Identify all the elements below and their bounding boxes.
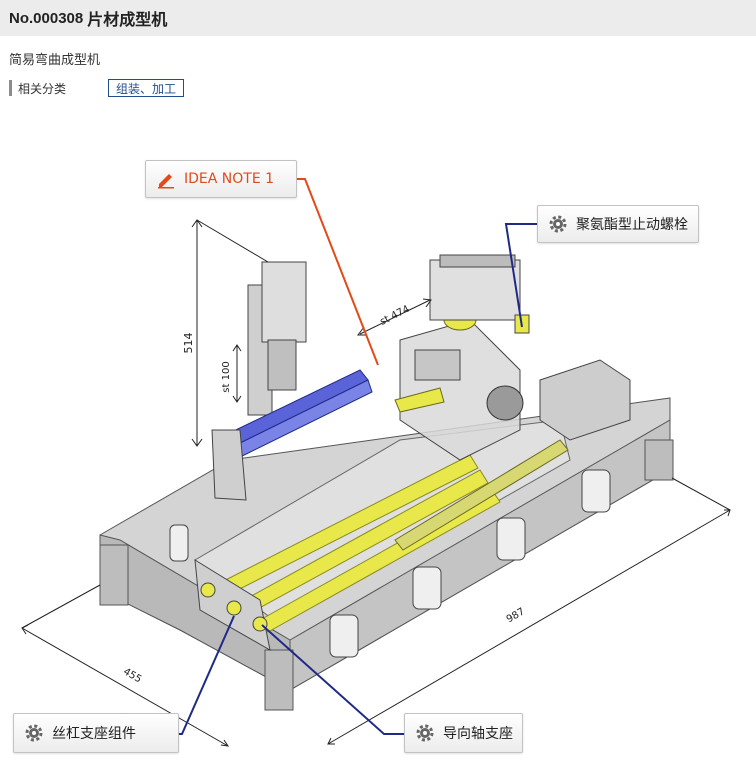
dim-stroke-vertical: st 100 (221, 361, 232, 392)
frame-cutout (412, 566, 442, 610)
frame-cutout (169, 524, 189, 562)
page-title: 片材成型机 (87, 10, 168, 29)
motor-end (486, 385, 524, 421)
dim-length: 987 (505, 606, 527, 625)
dim-width: 455 (121, 666, 143, 685)
base-foot-right (644, 439, 674, 481)
screw-support-label: 丝杠支座组件 (52, 726, 136, 742)
item-number: No.000308 (9, 9, 84, 27)
category-row: 相关分类 (9, 79, 66, 97)
idea-note-button[interactable]: IDEA NOTE 1 (145, 160, 297, 198)
cable-chain (394, 439, 569, 551)
guide-shaft-label: 导向轴支座 (443, 726, 513, 742)
bearing (200, 582, 216, 598)
cover-plate (194, 419, 571, 626)
stopper-rail (439, 254, 516, 268)
gear-icon (415, 723, 435, 743)
yellow-pusher (394, 387, 445, 413)
urethane-bolt-label: 聚氨酯型止动螺栓 (576, 217, 688, 233)
frame-cutout (581, 469, 611, 513)
bolt-leader-line (504, 223, 537, 328)
cylinder-rod (267, 339, 297, 391)
bearing (226, 600, 242, 616)
subtitle: 简易弯曲成型机 (9, 53, 101, 68)
pencil-icon (156, 169, 176, 189)
frame-cutout (329, 614, 359, 658)
dim-stroke-horizontal: st 474 (378, 304, 411, 328)
gear-icon (24, 723, 44, 743)
guide-shaft-button[interactable]: 导向轴支座 (404, 713, 523, 753)
category-marker (9, 80, 12, 96)
stopper-assembly (429, 259, 521, 321)
urethane-bolt-button[interactable]: 聚氨酯型止动螺栓 (537, 205, 699, 243)
screw-support-button[interactable]: 丝杠支座组件 (13, 713, 179, 753)
air-cylinder (261, 261, 307, 343)
roller-holder (414, 349, 461, 381)
idea-note-label: IDEA NOTE 1 (184, 171, 275, 187)
servo-motor (539, 359, 631, 441)
dimension-lines (21, 219, 731, 747)
clamp-block (211, 429, 247, 501)
idea-leader-line (297, 178, 379, 366)
screw-leader-line (179, 615, 235, 735)
category-tag-link[interactable]: 组装、加工 (108, 79, 185, 97)
dim-height: 514 (182, 333, 195, 354)
category-label: 相关分类 (18, 81, 67, 96)
base-foot-left (99, 544, 129, 606)
base-foot-front (264, 649, 294, 711)
guide-leader-line (261, 624, 404, 735)
frame-cutout (496, 517, 526, 561)
gear-icon (548, 214, 568, 234)
title-bar: No.000308 片材成型机 (0, 0, 756, 36)
